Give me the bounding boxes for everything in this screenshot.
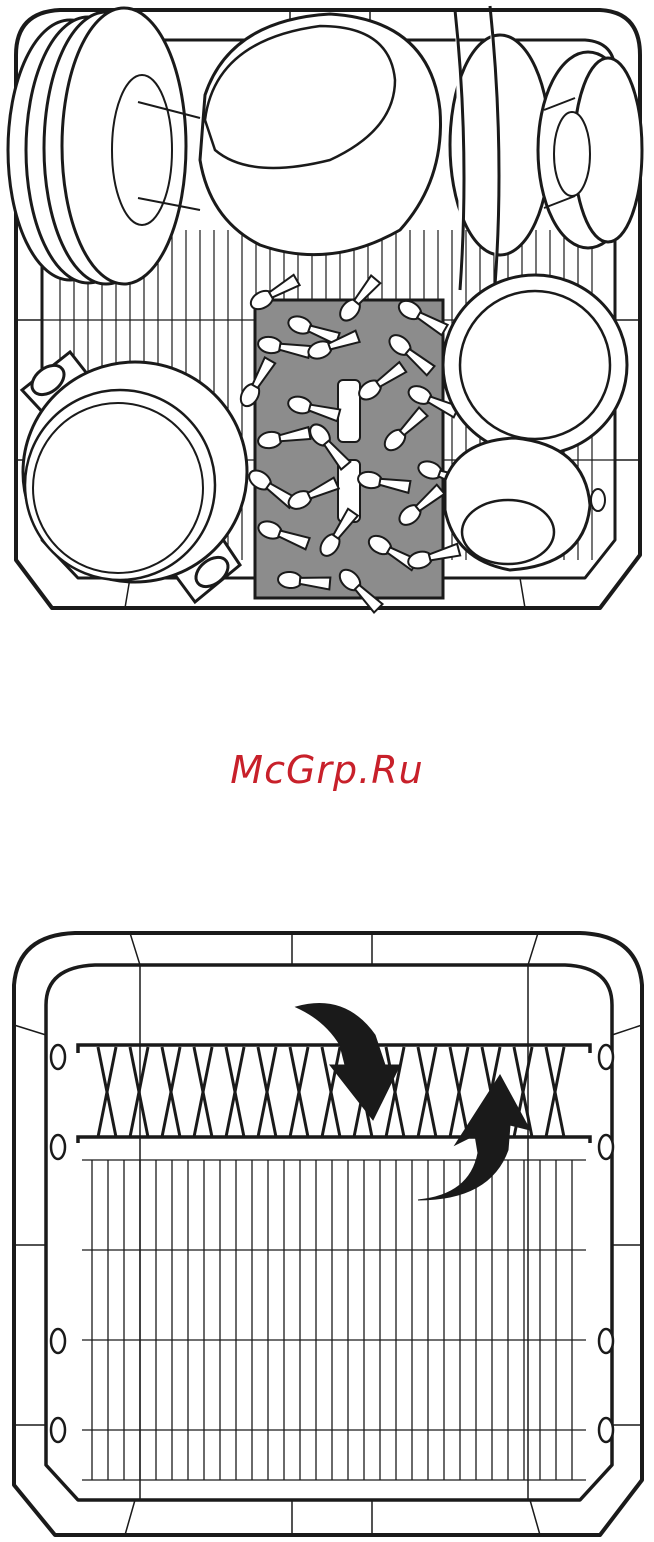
plates-right (450, 6, 642, 290)
rack-wire-grid (82, 1160, 586, 1480)
bowl-top-center (200, 14, 441, 255)
wheel-icon (599, 1135, 613, 1159)
wheel-icon (51, 1045, 65, 1069)
fold-down-arrow-icon (296, 1004, 400, 1121)
empty-rack-illustration (0, 925, 654, 1542)
loaded-rack-illustration (0, 0, 654, 620)
wheel-icon (51, 1135, 65, 1159)
plate-right-middle (443, 275, 627, 455)
pan-left-bottom (22, 352, 247, 602)
wheel-icon (599, 1329, 613, 1353)
plates-left (8, 8, 200, 284)
empty-rack-figure (0, 925, 654, 1542)
wheel-icon (599, 1045, 613, 1069)
bowl-right-bottom (445, 438, 590, 570)
wheel-icon (51, 1418, 65, 1442)
rack-wheel-icon (591, 489, 605, 511)
wheel-icon (51, 1329, 65, 1353)
watermark-text: McGrp.Ru (0, 748, 654, 808)
wheel-icon (599, 1418, 613, 1442)
cutlery-basket (237, 273, 470, 614)
loaded-rack-figure (0, 0, 654, 620)
